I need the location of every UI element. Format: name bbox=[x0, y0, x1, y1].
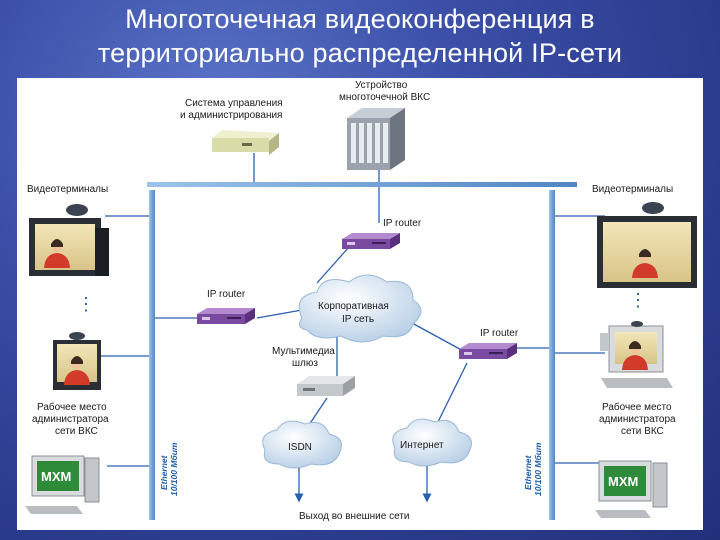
right-terminals-label: Видеотерминалы bbox=[592, 184, 673, 195]
gateway-label-line2: шлюз bbox=[292, 358, 318, 369]
management-server bbox=[212, 130, 279, 155]
right-bus bbox=[549, 190, 555, 520]
mcu-label-line1: Устройство bbox=[355, 80, 408, 91]
mxm-right: MXM bbox=[608, 474, 638, 489]
mgmt-label-line2: и администрирования bbox=[180, 110, 282, 121]
right-videoterminal-2 bbox=[600, 321, 673, 388]
internet-cloud bbox=[392, 418, 472, 467]
router-left-label: IP router bbox=[207, 289, 246, 300]
admin-right-line3: сети ВКС bbox=[621, 426, 664, 437]
slide-title: Многоточечная видеоконференция в террито… bbox=[0, 2, 720, 70]
corp-cloud-line1: Корпоративная bbox=[318, 301, 389, 312]
router-top-label: IP router bbox=[383, 218, 422, 229]
router-left bbox=[197, 308, 255, 324]
mcu-label-line2: многоточечной ВКС bbox=[339, 92, 430, 103]
router-right-label: IP router bbox=[480, 328, 519, 339]
eth-right-line1: Ethernet bbox=[523, 454, 533, 490]
isdn-cloud bbox=[262, 420, 342, 469]
title-line-1: Многоточечная видеоконференция в bbox=[125, 4, 595, 34]
gateway-label-line1: Мультимедиа bbox=[272, 346, 335, 357]
exit-label: Выход во внешние сети bbox=[299, 511, 410, 522]
router-top bbox=[342, 233, 400, 249]
mgmt-label-line1: Система управления bbox=[185, 98, 283, 109]
left-videoterminal-2 bbox=[53, 332, 101, 390]
admin-right-line2: администратора bbox=[599, 414, 676, 425]
admin-left-line3: сети ВКС bbox=[55, 426, 98, 437]
eth-left-line2: 10/100 Мбит bbox=[169, 442, 179, 496]
network-diagram: Устройство многоточечной ВКС Система упр… bbox=[17, 78, 703, 530]
backbone-bus bbox=[147, 182, 577, 187]
admin-right-line1: Рабочее место bbox=[602, 401, 672, 413]
admin-left-line1: Рабочее место bbox=[37, 401, 107, 413]
mxm-left: MXM bbox=[41, 469, 71, 484]
corporate-cloud bbox=[298, 274, 422, 343]
multimedia-gateway bbox=[297, 376, 355, 396]
left-dots: ⋮ bbox=[77, 294, 95, 314]
router-right bbox=[459, 343, 517, 359]
left-bus bbox=[149, 190, 155, 520]
eth-right-line2: 10/100 Мбит bbox=[533, 442, 543, 496]
corp-cloud-line2: IP сеть bbox=[342, 314, 374, 325]
mcu-device bbox=[347, 108, 405, 170]
diagram-canvas: Устройство многоточечной ВКС Система упр… bbox=[25, 80, 697, 522]
right-videoterminal-1 bbox=[597, 202, 697, 288]
right-dots: ⋮ bbox=[629, 290, 647, 310]
internet-label: Интернет bbox=[400, 440, 444, 451]
admin-right-computer: MXM bbox=[595, 460, 668, 518]
admin-left-computer: MXM bbox=[25, 455, 100, 514]
isdn-label: ISDN bbox=[288, 442, 312, 453]
left-terminals-label: Видеотерминалы bbox=[27, 184, 108, 195]
title-line-2: территориально распределенной IP-сети bbox=[97, 38, 623, 68]
left-videoterminal-1 bbox=[29, 204, 109, 276]
admin-left-line2: администратора bbox=[32, 414, 109, 425]
eth-left-line1: Ethernet bbox=[159, 454, 169, 490]
